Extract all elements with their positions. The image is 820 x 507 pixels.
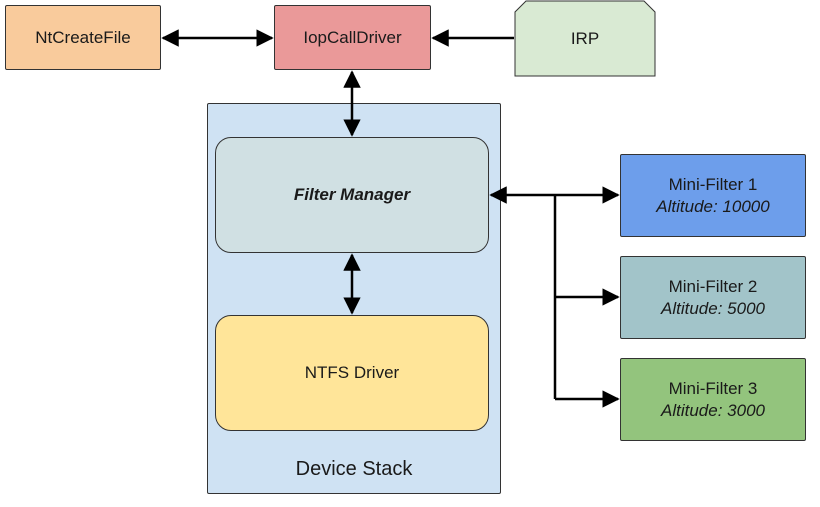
filter-manager-label: Filter Manager: [293, 185, 411, 204]
mini-filter-1-altitude: Altitude: 10000: [656, 196, 770, 216]
mini-filter-2-name: Mini-Filter 2: [668, 276, 758, 296]
ntcreatefile-box: NtCreateFile: [5, 5, 161, 70]
iopcalldriver-label: IopCallDriver: [303, 27, 402, 47]
ntfs-driver-box: NTFS Driver: [215, 315, 489, 431]
mini-filter-1-name: Mini-Filter 1: [668, 174, 758, 194]
ntfs-driver-label: NTFS Driver: [304, 363, 400, 382]
mini-filter-3-name: Mini-Filter 3: [668, 378, 758, 398]
ntcreatefile-label: NtCreateFile: [35, 27, 131, 47]
mini-filter-2-box: Mini-Filter 2 Altitude: 5000: [620, 256, 806, 339]
mini-filter-3-altitude: Altitude: 3000: [661, 400, 765, 420]
mini-filter-3-box: Mini-Filter 3 Altitude: 3000: [620, 358, 806, 441]
mini-filter-2-altitude: Altitude: 5000: [661, 298, 765, 318]
device-stack-label: Device Stack: [295, 458, 413, 480]
irp-label: IRP: [570, 29, 600, 48]
irp-box: [514, 0, 656, 77]
filter-manager-box: Filter Manager: [215, 137, 489, 253]
iopcalldriver-box: IopCallDriver: [274, 5, 431, 70]
mini-filter-1-box: Mini-Filter 1 Altitude: 10000: [620, 154, 806, 237]
